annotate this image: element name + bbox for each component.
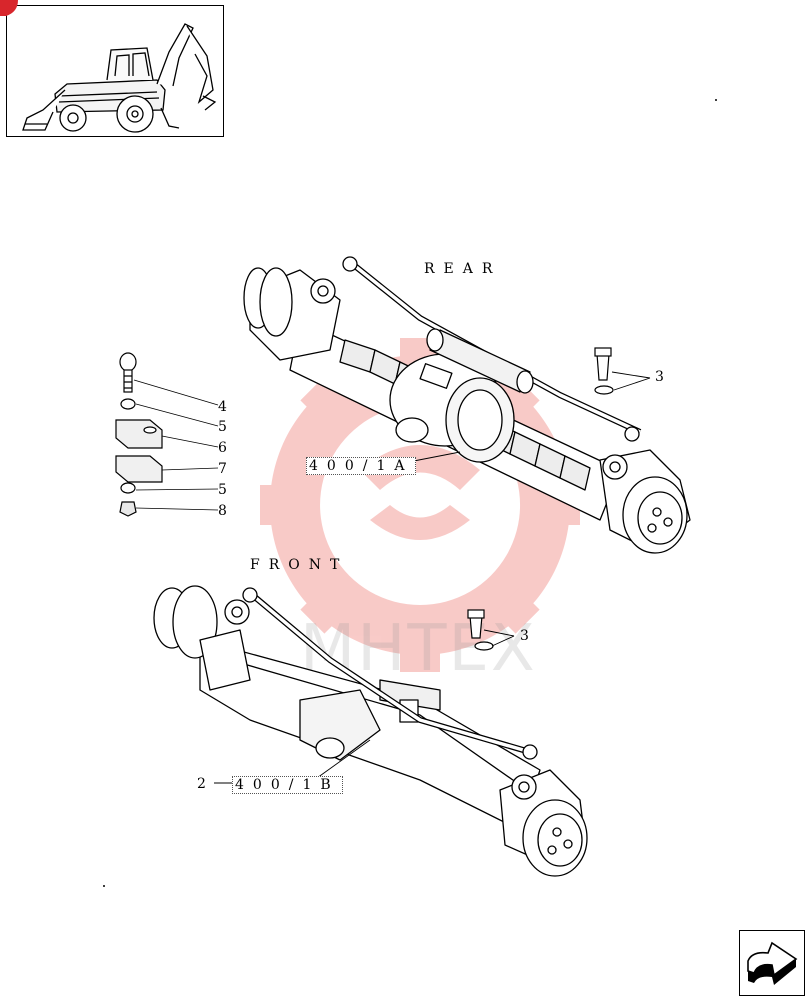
watermark-text: MHTEX [300, 612, 537, 686]
ref-front-axle[interactable]: 400/1B [232, 776, 343, 794]
stray-dot [103, 885, 105, 887]
callout-5-lower: 5 [218, 482, 227, 498]
callout-3-front: 3 [520, 628, 529, 644]
stray-dot [715, 99, 717, 101]
callout-8: 8 [218, 503, 227, 519]
callout-3-rear: 3 [655, 369, 664, 385]
backhoe-loader-icon [22, 23, 217, 133]
callout-7: 7 [218, 461, 227, 477]
ref-front-axle-prefix[interactable]: 2 [197, 776, 206, 792]
ref-rear-axle[interactable]: 400/1A [306, 457, 417, 475]
corner-tab-icon [0, 0, 18, 16]
front-heading: FRONT [250, 557, 349, 573]
callout-5-upper: 5 [218, 419, 227, 435]
callout-6: 6 [218, 440, 227, 456]
rear-heading: REAR [424, 261, 502, 277]
next-page-arrow-icon [747, 941, 798, 985]
next-page-button[interactable] [739, 930, 805, 996]
callout-4: 4 [218, 399, 227, 415]
backhoe-loader-thumbnail[interactable] [6, 5, 224, 137]
